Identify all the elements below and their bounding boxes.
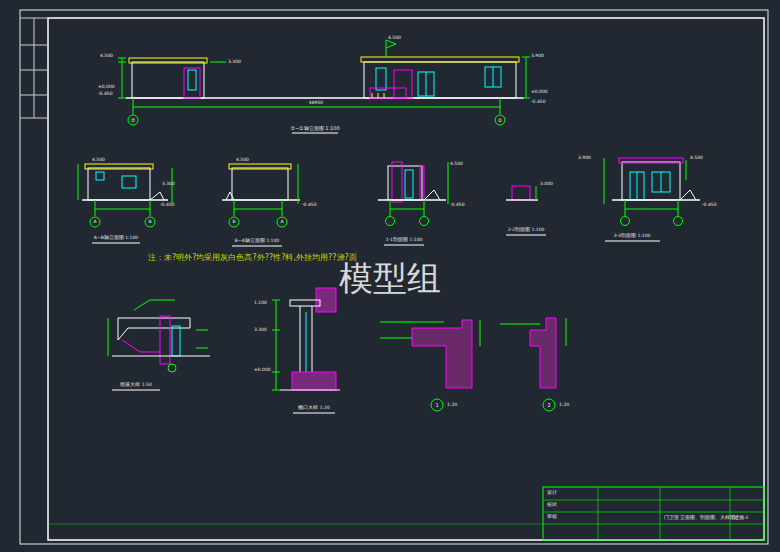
elevation-mark: 4.500: [450, 162, 463, 167]
elevation-mark: 4.500: [236, 158, 249, 163]
elevation-mark: 4.500: [690, 156, 703, 161]
drawing-title: 雨篷大样 1:50: [120, 383, 152, 388]
elevation-mark: 3.300: [228, 60, 241, 65]
dimension-text: 48900: [309, 101, 323, 106]
drawing-title: B~A轴立面图 1:100: [235, 239, 279, 244]
elevation-mark: 3.000: [540, 182, 553, 187]
title-block-cell: 建施-2: [734, 516, 749, 521]
elevation-mark: -0.450: [302, 203, 317, 208]
grid-axis-label: B: [232, 220, 235, 225]
drawing-title: 3-3剖面图 1:100: [614, 234, 651, 239]
elevation-mark: -0.450: [450, 203, 465, 208]
watermark: 模型组: [339, 261, 441, 295]
title-block-cell: 校对: [547, 503, 557, 508]
elevation-mark: 3.900: [578, 156, 591, 161]
elevation-mark: 3.300: [162, 182, 175, 187]
grid-axis-label: A: [280, 220, 283, 225]
grid-axis-label: ①: [498, 118, 502, 123]
elevation-mark: 4.500: [100, 54, 113, 59]
general-note: 注：未?明外?均采用灰白色高?外??性?料,外挂均用??涂?面: [148, 254, 357, 262]
drawing-title: 1-1剖面图 1:100: [386, 238, 423, 243]
elevation-mark: -0.450: [531, 100, 546, 105]
drawing-title: ⑦~①轴立面图 1:100: [290, 126, 339, 131]
scale-text: 1:20: [447, 403, 457, 408]
grid-axis-label: B: [148, 220, 151, 225]
elevation-mark: 4.500: [92, 158, 105, 163]
elevation-mark: -0.450: [98, 92, 113, 97]
drawing-title: A~B轴立面图 1:100: [94, 236, 138, 241]
elevation-mark: 4.500: [388, 36, 401, 41]
elevation-mark: ±0.000: [254, 368, 271, 373]
grid-axis-label: A: [93, 220, 96, 225]
elevation-mark: 1.100: [254, 301, 267, 306]
title-block-cell: 审核: [547, 515, 557, 520]
title-block-cell: 设计: [547, 491, 557, 496]
elevation-mark: -0.450: [160, 203, 175, 208]
elevation-mark: 3.300: [254, 328, 267, 333]
title-block-cell: 门卫室 立面图、剖面图、大样图: [664, 516, 735, 521]
elevation-mark: ±0.000: [531, 90, 548, 95]
section-number: 1: [435, 403, 438, 408]
elevation-mark: -0.450: [702, 203, 717, 208]
grid-axis-label: ⑦: [131, 118, 135, 123]
scale-text: 1:20: [559, 403, 569, 408]
drawing-title: 檐口大样 1:20: [298, 406, 330, 411]
elevation-mark: ±0.000: [98, 85, 115, 90]
drawing-title: 2-2剖面图 1:100: [508, 228, 545, 233]
section-number: 2: [547, 403, 550, 408]
elevation-mark: 3.900: [531, 54, 544, 59]
